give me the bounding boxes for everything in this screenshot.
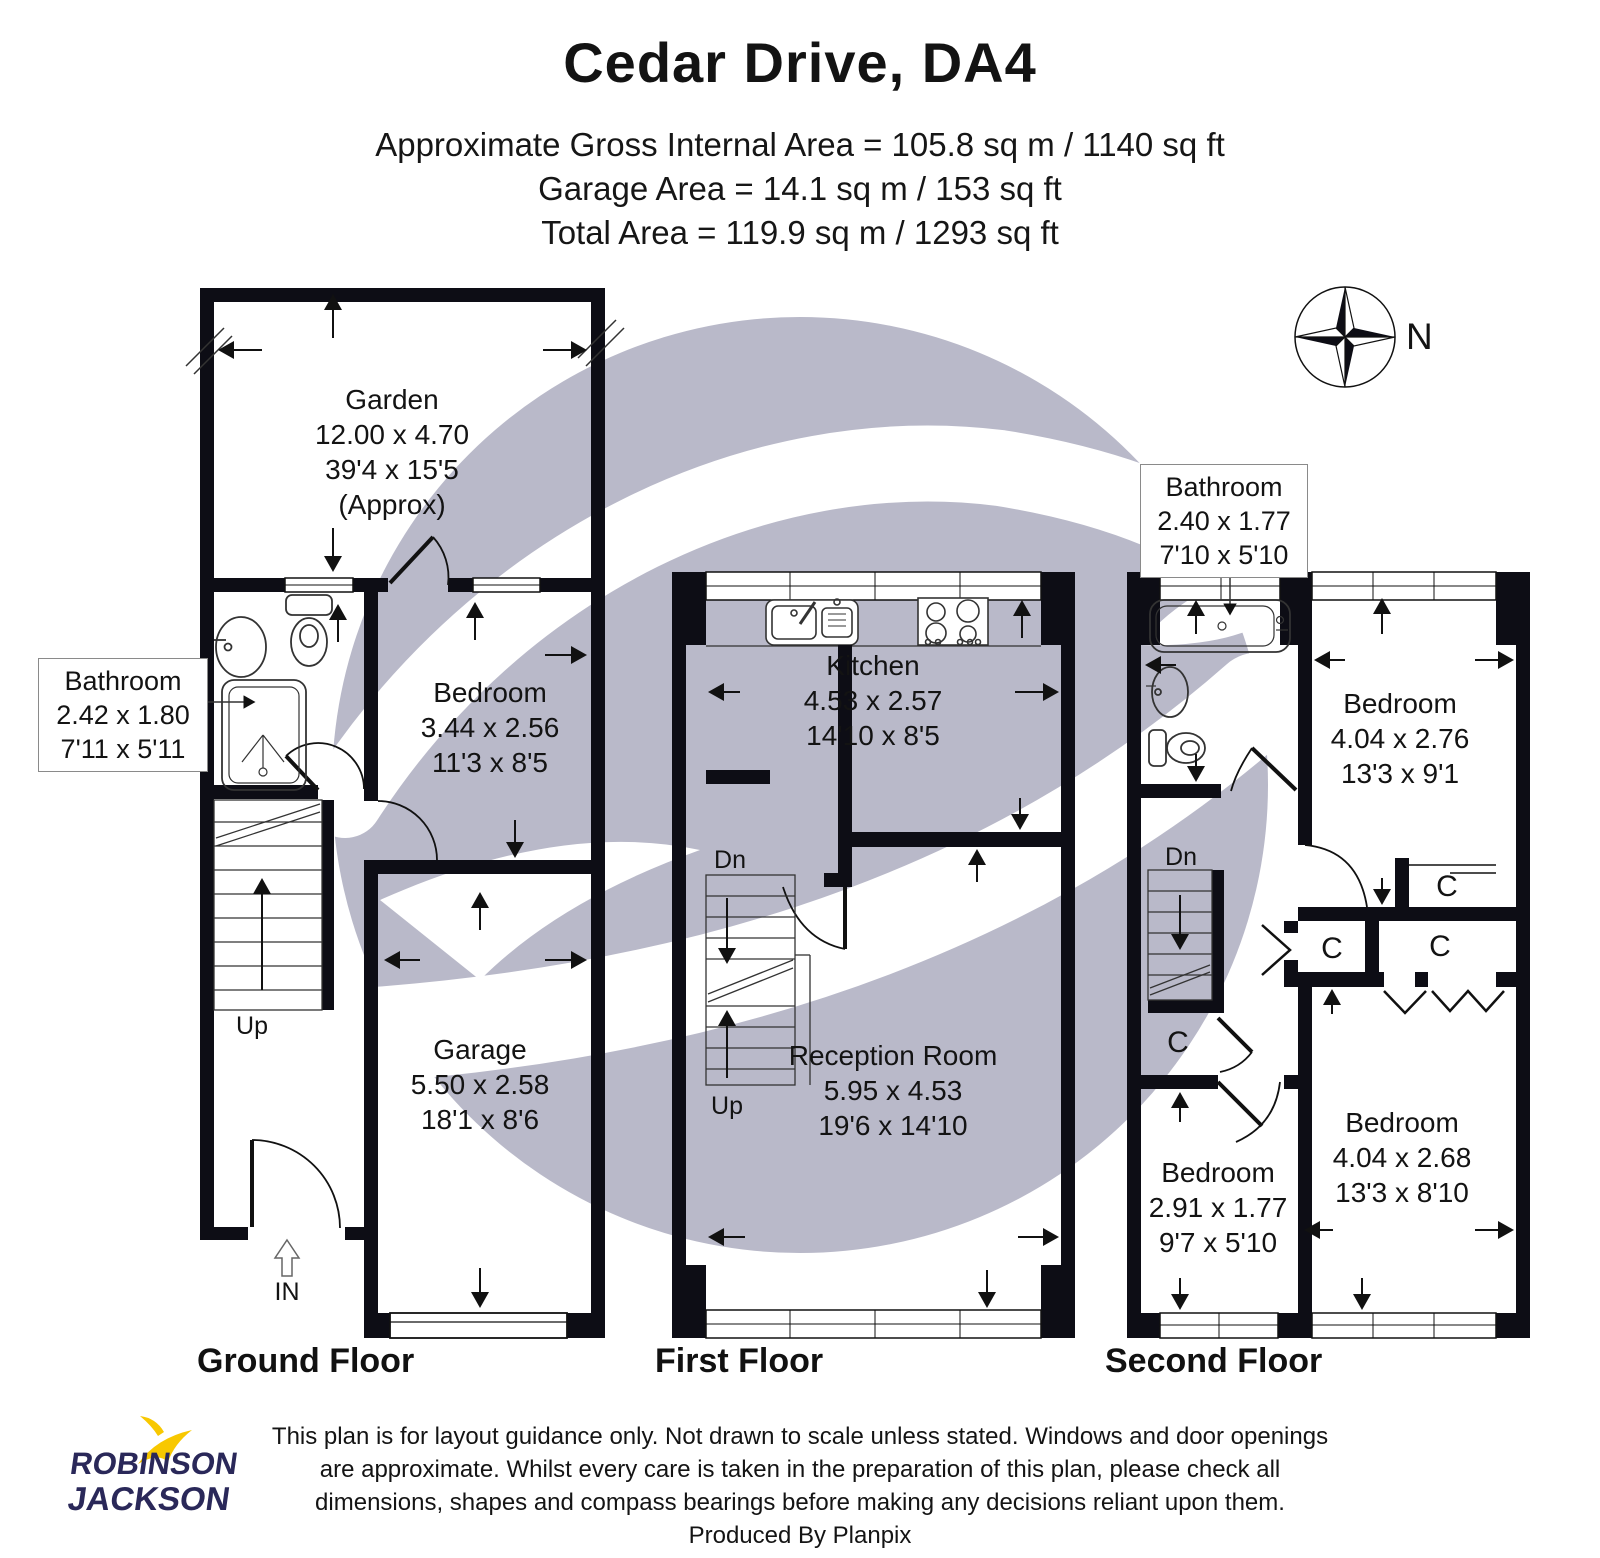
first-floor-plan [672,571,1075,1339]
stairs-icon [213,799,323,1011]
stairs-up-label: Up [236,1012,268,1040]
room-label-bedroom-second-top: Bedroom 4.04 x 2.76 13'3 x 9'1 [1330,688,1470,789]
garage-door-icon [389,1312,568,1339]
logo-bird-icon [138,1416,192,1464]
stairs-down-label: Dn [1165,843,1197,871]
closet-label: C [1321,932,1343,965]
floor-name-first: First Floor [655,1342,824,1380]
robinson-jackson-logo: ROBINSON JACKSON [65,1446,241,1517]
stairs-down-label: Dn [714,846,746,874]
floor-name-ground: Ground Floor [197,1342,415,1380]
front-door-icon [250,1139,341,1229]
door-icon [1216,1016,1254,1073]
bathtub-icon [1149,599,1291,653]
door-icon [1216,1080,1281,1143]
ground-floor-plan [185,288,625,1339]
door-icon [284,742,365,792]
garage-area: Garage Area = 14.1 sq m / 153 sq ft [538,170,1062,207]
room-label-bedroom-ground: Bedroom 3.44 x 2.56 11'3 x 8'5 [420,677,560,778]
room-label-bedroom-second-right: Bedroom 4.04 x 2.68 13'3 x 8'10 [1332,1107,1472,1208]
window-icon [705,1309,1042,1339]
bifold-door-icon [1261,924,1292,976]
window-icon [284,577,541,593]
sink-icon [214,616,267,678]
room-label-garden: Garden 12.00 x 4.70 39'4 x 15'5 (Approx) [314,384,470,520]
room-label-reception: Reception Room 5.95 x 4.53 19'6 x 14'10 [788,1040,998,1141]
door-icon [782,886,847,950]
bifold-door-icon [1431,989,1505,1013]
bifold-door-icon [1383,990,1427,1015]
closet-label: C [1436,870,1458,903]
stairs-icon [705,874,811,1086]
entrance-in-label: IN [274,1278,300,1306]
room-label-kitchen: Kitchen 4.53 x 2.57 14'10 x 8'5 [803,650,943,751]
shower-icon [221,679,307,791]
floor-name-second: Second Floor [1105,1342,1323,1380]
produced-by: Produced By Planpix [688,1522,912,1549]
toilet-icon [285,594,333,667]
total-area: Total Area = 119.9 sq m / 1293 sq ft [541,214,1059,251]
compass-north-label: N [1406,316,1433,357]
sink-icon [1146,666,1189,718]
window-icon [705,571,1042,601]
disclaimer-text: This plan is for layout guidance only. N… [210,1420,1390,1552]
boundary-hash-icon [185,319,625,375]
closet-label: C [1429,930,1451,963]
entrance-arrow-icon [273,1238,301,1277]
kitchen-sink-icon [765,598,859,646]
door-icon [1230,746,1298,792]
door-icon [1304,844,1368,908]
room-label-garage: Garage 5.50 x 2.58 18'1 x 8'6 [410,1034,550,1135]
dimension-arrows [708,600,1059,1308]
stairs-up-label: Up [711,1092,743,1120]
door-icon [377,800,438,861]
closet-label: C [1167,1026,1189,1059]
page-title: Cedar Drive, DA4 [563,31,1037,94]
hob-icon [917,597,989,646]
callout-bathroom-ground: Bathroom 2.42 x 1.80 7'11 x 5'11 [38,658,208,772]
room-label-bedroom-second-left: Bedroom 2.91 x 1.77 9'7 x 5'10 [1148,1157,1288,1258]
window-icon [1159,1312,1497,1339]
door-icon [388,535,450,586]
dimension-arrows [218,294,587,1308]
dimension-arrows [1145,598,1514,1310]
compass-icon [1294,286,1396,388]
gross-internal-area: Approximate Gross Internal Area = 105.8 … [375,126,1225,163]
callout-bathroom-second: Bathroom 2.40 x 1.77 7'10 x 5'10 [1140,464,1308,578]
